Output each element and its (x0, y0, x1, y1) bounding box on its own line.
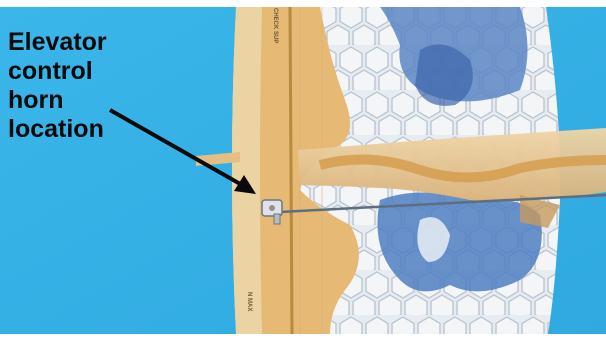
spar-line (290, 7, 292, 334)
callout-label: Elevator control horn location (8, 28, 198, 144)
callout-line: Elevator (8, 28, 198, 57)
leading-edge-highlight (232, 7, 262, 334)
bottom-border (0, 334, 606, 339)
callout-line: location (8, 115, 198, 144)
wing-print-bottom: N MAX (246, 292, 252, 311)
callout-line: control (8, 57, 198, 86)
top-border (0, 0, 606, 7)
wing-print-top: CHECK SUP (272, 8, 278, 43)
blue-pattern-bottom (378, 193, 542, 292)
callout-line: horn (8, 86, 198, 115)
